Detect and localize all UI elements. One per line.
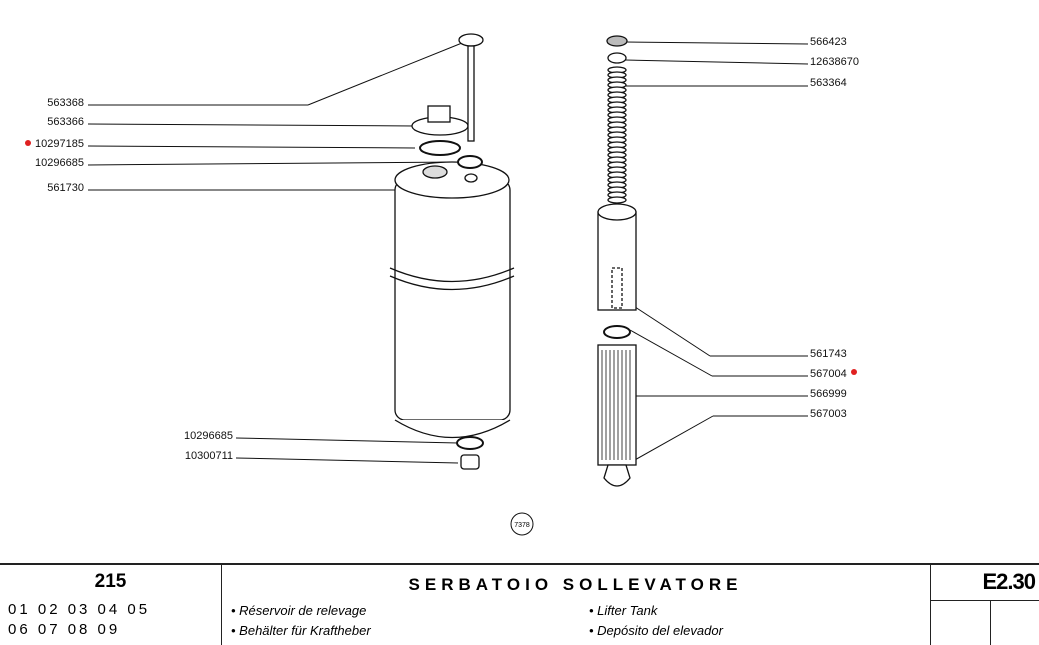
marker-dot-icon xyxy=(25,140,31,146)
part-label[interactable]: 561730 xyxy=(47,182,84,194)
spring-coil xyxy=(607,196,627,204)
drawing-number: 7378 xyxy=(514,522,530,529)
code-cell: E2.30 xyxy=(930,565,1039,645)
translation-en: • Lifter Tank xyxy=(589,603,658,618)
part-label[interactable]: 10296685 xyxy=(184,430,233,442)
translation-fr: • Réservoir de relevage xyxy=(231,603,367,618)
part-label[interactable]: 561743 xyxy=(810,348,847,360)
exploded-diagram: 7378 563368 563366 10297185 10296685 561… xyxy=(25,33,859,536)
title-cell: SERBATOIO SOLLEVATORE • Réservoir de rel… xyxy=(221,565,931,645)
page-title: SERBATOIO SOLLEVATORE xyxy=(408,575,743,594)
part-label[interactable]: 563366 xyxy=(47,116,84,128)
part-label[interactable]: 563368 xyxy=(47,97,84,109)
part-label[interactable]: 566999 xyxy=(810,388,847,400)
tank-drawing xyxy=(389,33,515,470)
marker-dot-icon xyxy=(851,369,857,375)
part-label[interactable]: 10297185 xyxy=(35,138,84,150)
part-label[interactable]: 563364 xyxy=(810,77,847,89)
code-subgrid xyxy=(930,600,1039,645)
translation-es: • Depósito del elevador xyxy=(589,623,723,638)
page-code: E2.30 xyxy=(982,569,1036,594)
filter-drawing xyxy=(597,35,637,487)
models-row: 06 07 08 09 xyxy=(8,621,121,638)
part-label[interactable]: 567004 xyxy=(810,368,847,380)
models-row: 01 02 03 04 05 xyxy=(8,601,151,618)
group-number: 215 xyxy=(94,571,127,592)
translation-de: • Behälter für Kraftheber xyxy=(231,623,371,638)
footer-table: 215 01 02 03 04 05 06 07 08 09 SERBATOIO… xyxy=(0,563,1039,645)
part-label[interactable]: 566423 xyxy=(810,36,847,48)
part-label[interactable]: 567003 xyxy=(810,408,847,420)
part-label[interactable]: 10300711 xyxy=(185,450,233,462)
model-cell: 215 01 02 03 04 05 06 07 08 09 xyxy=(0,565,222,645)
part-label[interactable]: 10296685 xyxy=(35,157,84,169)
part-label[interactable]: 12638670 xyxy=(810,56,859,68)
